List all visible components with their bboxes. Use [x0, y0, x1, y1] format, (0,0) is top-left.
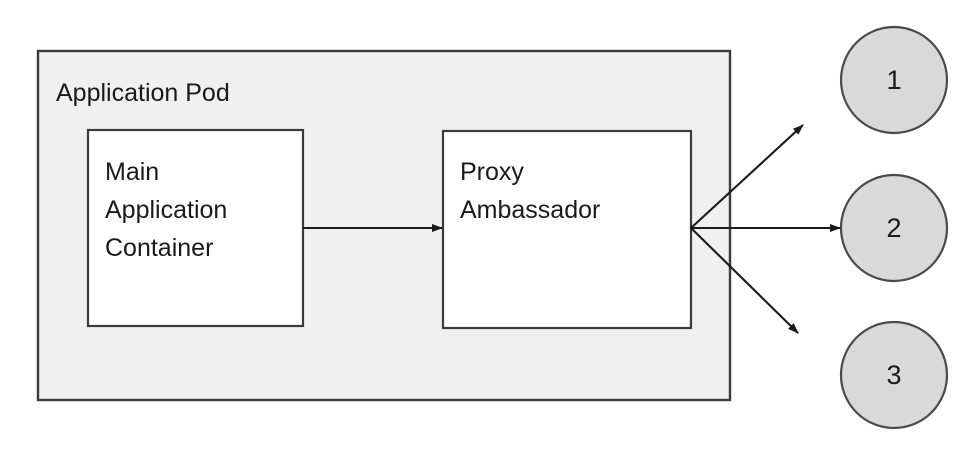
service-2-group[interactable]: 2 — [839, 173, 949, 283]
service-1-group[interactable]: 1 — [839, 25, 949, 135]
service-3-group[interactable]: 3 — [839, 320, 949, 430]
main-application-container-rect[interactable] — [86, 128, 305, 328]
service-2-circle[interactable] — [839, 173, 949, 283]
proxy-ambassador-container-label-line-1: Proxy — [460, 158, 524, 186]
service-2-label: 2 — [886, 213, 901, 243]
application-pod-label: Application Pod — [56, 79, 230, 107]
edge-proxy-to-service-1 — [690, 124, 804, 229]
service-1-label: 1 — [886, 65, 901, 95]
edge-proxy-to-service-3 — [690, 227, 799, 334]
proxy-ambassador-container-group[interactable]: Proxy Ambassador — [441, 129, 693, 330]
service-1-circle[interactable] — [839, 25, 949, 135]
proxy-ambassador-container-rect[interactable] — [441, 129, 693, 330]
service-3-circle[interactable] — [839, 320, 949, 430]
service-3-label: 3 — [886, 360, 901, 390]
main-application-container-group[interactable]: Main Application Container — [86, 128, 305, 328]
proxy-ambassador-container-label-line-2: Ambassador — [460, 196, 600, 224]
main-application-container-label-line-1: Main — [105, 158, 159, 186]
main-application-container-label-line-3: Container — [105, 234, 213, 262]
main-application-container-label-line-2: Application — [105, 196, 227, 224]
